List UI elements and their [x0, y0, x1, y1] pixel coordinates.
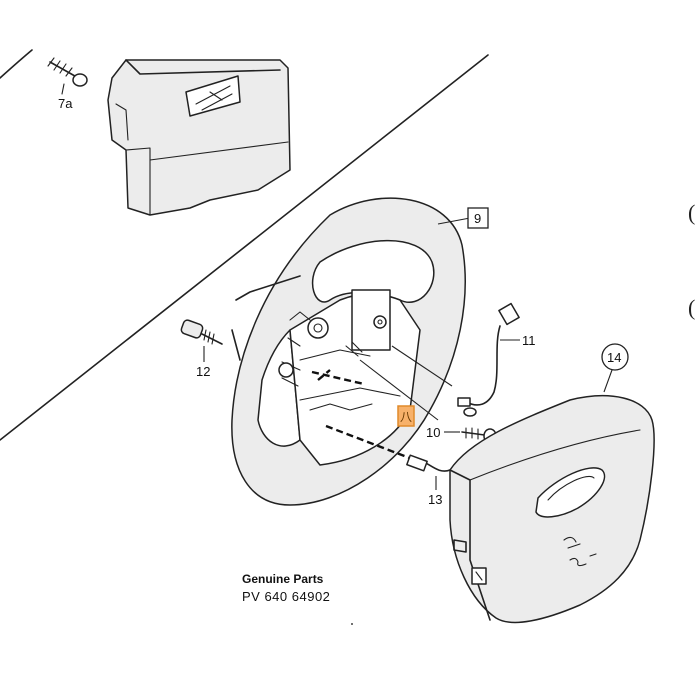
- callout-14: 14: [607, 350, 621, 365]
- callout-9-box: [467, 207, 489, 229]
- bolt-12: [180, 319, 223, 345]
- highlight-marker: [397, 405, 415, 427]
- wheel-hub: [278, 289, 401, 411]
- leader-14: [603, 369, 613, 393]
- callout-10: 10: [426, 425, 440, 440]
- callout-12: 12: [196, 364, 210, 379]
- leader-9: [437, 217, 471, 225]
- guide-line-lower: [359, 359, 439, 421]
- callout-11: 11: [522, 333, 536, 348]
- genuine-parts-label: Genuine Parts: [242, 572, 324, 586]
- arc-fragment: [0, 49, 33, 79]
- guide-line-upper: [391, 345, 453, 387]
- edge-mark-1: (: [688, 200, 696, 225]
- highlight-label: 八: [400, 410, 412, 424]
- dashed-connector: [311, 369, 421, 464]
- cable-11: [457, 302, 520, 407]
- callout-13: 13: [428, 492, 442, 507]
- screw-7a: [47, 57, 88, 95]
- column-shroud: [107, 59, 291, 216]
- stray-dot: [351, 623, 353, 625]
- callout-14-circle: [601, 343, 629, 371]
- callout-9: 9: [474, 211, 481, 226]
- airbag-module-14: [449, 395, 655, 624]
- part-number: PV 640 64902: [242, 589, 331, 604]
- callout-7a: 7a: [58, 96, 73, 111]
- edge-mark-2: (: [688, 295, 696, 320]
- separator-line: [0, 54, 489, 441]
